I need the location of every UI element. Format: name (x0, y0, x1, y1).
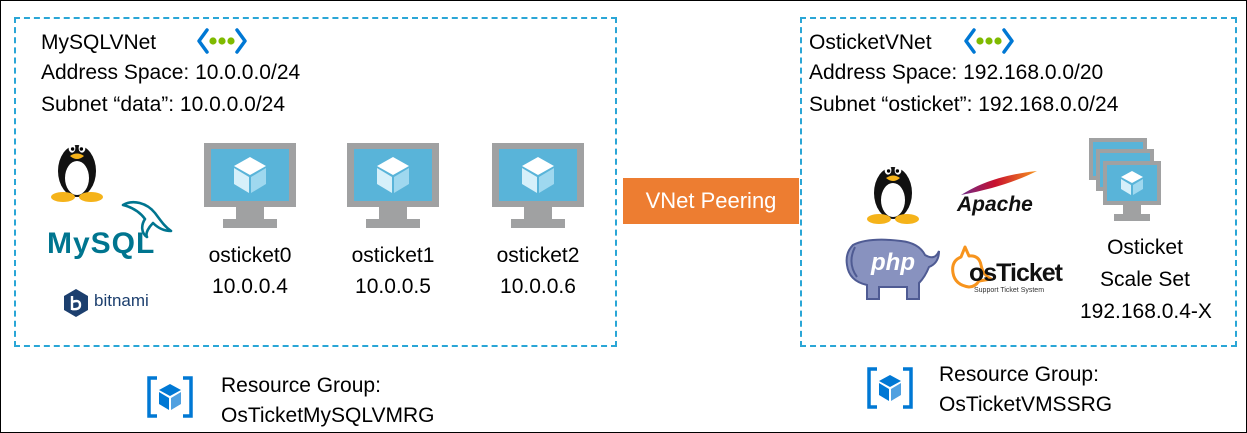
mysql-logo-text: MySQL (47, 227, 156, 260)
bitnami-logo-text: bitnami (94, 291, 149, 310)
php-logo-text: php (871, 249, 915, 276)
vm-scale-set-icon (1089, 138, 1161, 221)
osticket-vnet-subnet: Subnet “osticket”: 192.168.0.0/24 (809, 93, 1119, 116)
vm-monitor-icon (492, 143, 584, 228)
vm-ip-osticket1: 10.0.0.5 (355, 275, 431, 298)
vnet-icon (964, 28, 1014, 54)
vm-name-osticket0: osticket0 (208, 244, 292, 267)
mysql-vnet-subnet: Subnet “data”: 10.0.0.0/24 (41, 93, 286, 116)
right-resource-group-name: OsTicketVMSSRG (939, 393, 1113, 416)
php-elephant-icon (845, 238, 940, 300)
osticket-vnet-box (800, 17, 1237, 347)
mysql-vnet-box (14, 17, 617, 347)
vm-ip-osticket0: 10.0.0.4 (212, 275, 288, 298)
vm-monitor-icon (347, 143, 439, 228)
left-resource-group-name: OsTicketMySQLVMRG (221, 404, 435, 427)
mysql-vnet-address-space: Address Space: 10.0.0.0/24 (41, 61, 301, 84)
resource-group-icon (147, 376, 193, 418)
vm-monitor-icon (204, 143, 296, 228)
apache-logo-text: Apache (957, 193, 1033, 216)
vnet-peering-label: VNet Peering (623, 178, 799, 224)
left-resource-group-label: Resource Group: (221, 374, 381, 397)
linux-tux-icon (51, 143, 103, 202)
scale-set-line1: Osticket (1107, 236, 1183, 259)
vnet-icon (197, 28, 247, 54)
osticket-vnet-address-space: Address Space: 192.168.0.0/20 (809, 61, 1104, 84)
apache-feather-icon (961, 171, 1037, 195)
vm-ip-osticket2: 10.0.0.6 (500, 275, 576, 298)
scale-set-ip: 192.168.0.4-X (1080, 300, 1212, 323)
osticket-logo-tagline: Support Ticket System (974, 287, 1045, 294)
osticket-logo-text: osTicket (969, 259, 1063, 287)
vm-name-osticket1: osticket1 (351, 244, 435, 267)
resource-group-icon (867, 367, 913, 409)
mysql-vnet-name: MySQLVNet (41, 31, 157, 54)
bitnami-icon (64, 289, 88, 317)
vm-name-osticket2: osticket2 (496, 244, 580, 267)
osticket-kangaroo-icon (951, 245, 993, 289)
scale-set-line2: Scale Set (1100, 268, 1190, 291)
right-resource-group-label: Resource Group: (939, 363, 1099, 386)
mysql-dolphin-icon (121, 200, 173, 239)
linux-tux-icon (867, 165, 919, 224)
osticket-vnet-name: OsticketVNet (809, 31, 932, 54)
